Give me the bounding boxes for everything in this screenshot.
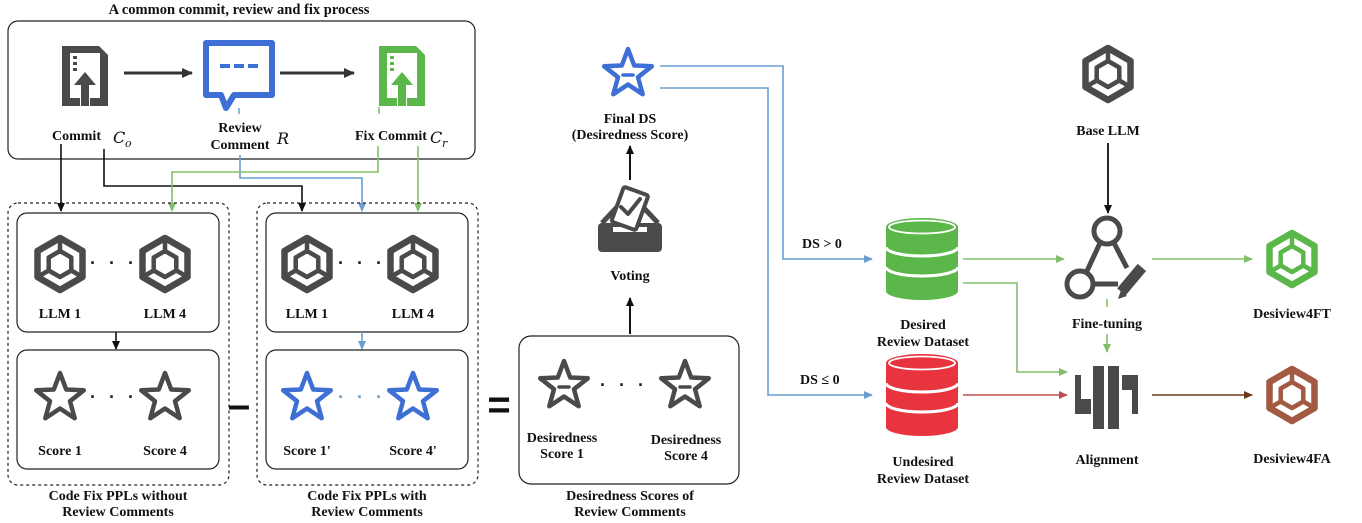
ellipsis: · · · [90, 387, 138, 407]
final-ds-label-line1: Final DS [604, 112, 657, 127]
score-first-label: Score 1' [283, 444, 331, 459]
equals-operator: = [487, 383, 510, 427]
undesired-dataset-line1: Undesired [892, 455, 953, 470]
database-icon [884, 352, 960, 438]
llm-cube-icon [143, 238, 188, 290]
ellipsis: · · · [600, 375, 648, 395]
ppl-with-group: · · · LLM 1 LLM 4 · · · Score 1' Score 4… [256, 202, 479, 520]
fine-tuning-label: Fine-tuning [1072, 317, 1142, 332]
ds-positive-label: DS > 0 [802, 237, 842, 252]
llm-cube-icon [285, 238, 330, 290]
ppl-with-caption-line2: Review Comments [311, 505, 423, 520]
base-llm-label: Base LLM [1076, 124, 1139, 139]
llm-first-label: LLM 1 [286, 307, 328, 322]
star-icon [36, 373, 84, 418]
desiredness-scores-group: · · · Desiredness Score 1 Desiredness Sc… [518, 335, 740, 520]
arrow-ds-positive [660, 65, 873, 263]
desiredness-first-line1: Desiredness [527, 431, 598, 446]
commit-upload-icon [62, 46, 108, 108]
fix-commit-symbol-sub: r [442, 137, 448, 150]
llm-first-label: LLM 1 [39, 307, 81, 322]
score-first-label: Score 1 [38, 444, 82, 459]
review-label-line2: Comment [210, 138, 269, 153]
ballot-box-icon [598, 185, 662, 252]
score-last-label: Score 4 [143, 444, 187, 459]
review-label-line1: Review [218, 121, 262, 136]
arrow-desired-to-alignment [963, 282, 1068, 376]
ellipsis: · · · [90, 253, 138, 273]
chat-comment-icon [203, 40, 275, 111]
desiredness-last-line1: Desiredness [651, 433, 722, 448]
llm-last-label: LLM 4 [144, 307, 186, 322]
desiredness-star-icon [540, 361, 588, 406]
commit-process-title: A common commit, review and fix process [109, 2, 370, 18]
llm-last-label: LLM 4 [392, 307, 434, 322]
llm-cube-icon [1270, 369, 1315, 421]
final-ds-label-line2: (Desiredness Score) [572, 128, 689, 143]
minus-operator: – [228, 383, 250, 427]
review-symbol: R [276, 129, 289, 148]
commit-symbol: C [113, 128, 125, 147]
fix-commit-label: Fix Commit [355, 129, 427, 144]
llm-cube-icon [391, 238, 436, 290]
ds-non-positive-label: DS ≤ 0 [800, 373, 840, 388]
ellipsis: · · · [338, 253, 386, 273]
star-icon [283, 373, 331, 418]
desired-dataset-line1: Desired [900, 318, 946, 333]
commit-label: Commit [52, 129, 101, 144]
score-last-label: Score 4' [389, 444, 437, 459]
fix-commit-upload-icon [379, 46, 425, 108]
star-icon [389, 373, 437, 418]
finetune-graph-icon [1064, 215, 1147, 300]
ppl-without-group: · · · LLM 1 LLM 4 · · · Score 1 Score 4 … [7, 202, 230, 520]
fix-commit-symbol: C [430, 128, 442, 147]
ellipsis: · · · [338, 387, 386, 407]
alignment-icon [1075, 366, 1138, 429]
desired-dataset-line2: Review Dataset [877, 335, 969, 350]
star-icon [141, 373, 189, 418]
final-star-icon [604, 49, 652, 94]
input-connectors [57, 144, 422, 212]
llm-cube-icon [38, 238, 83, 290]
desiredness-last-line2: Score 4 [664, 449, 708, 464]
llm-cube-icon [1086, 48, 1131, 100]
ppl-without-caption-line2: Review Comments [62, 505, 174, 520]
llm-cube-icon [1270, 233, 1315, 285]
desiredness-first-line2: Score 1 [540, 447, 584, 462]
alignment-label: Alignment [1076, 453, 1139, 468]
commit-process-box: A common commit, review and fix process … [7, 2, 476, 160]
ppl-without-caption-line1: Code Fix PPLs without [49, 489, 188, 504]
database-icon [884, 216, 960, 302]
desiredness-caption-line2: Review Comments [574, 505, 686, 520]
output-fa-label: Desiview4FA [1253, 452, 1331, 467]
output-ft-label: Desiview4FT [1253, 307, 1331, 322]
arrow-ds-non-positive [660, 87, 873, 399]
undesired-dataset-line2: Review Dataset [877, 472, 969, 487]
desiredness-caption-line1: Desiredness Scores of [566, 489, 694, 504]
ppl-with-caption-line1: Code Fix PPLs with [307, 489, 427, 504]
voting-label: Voting [610, 269, 649, 284]
commit-symbol-sub: o [125, 137, 132, 150]
desiredness-star-icon [661, 361, 709, 406]
